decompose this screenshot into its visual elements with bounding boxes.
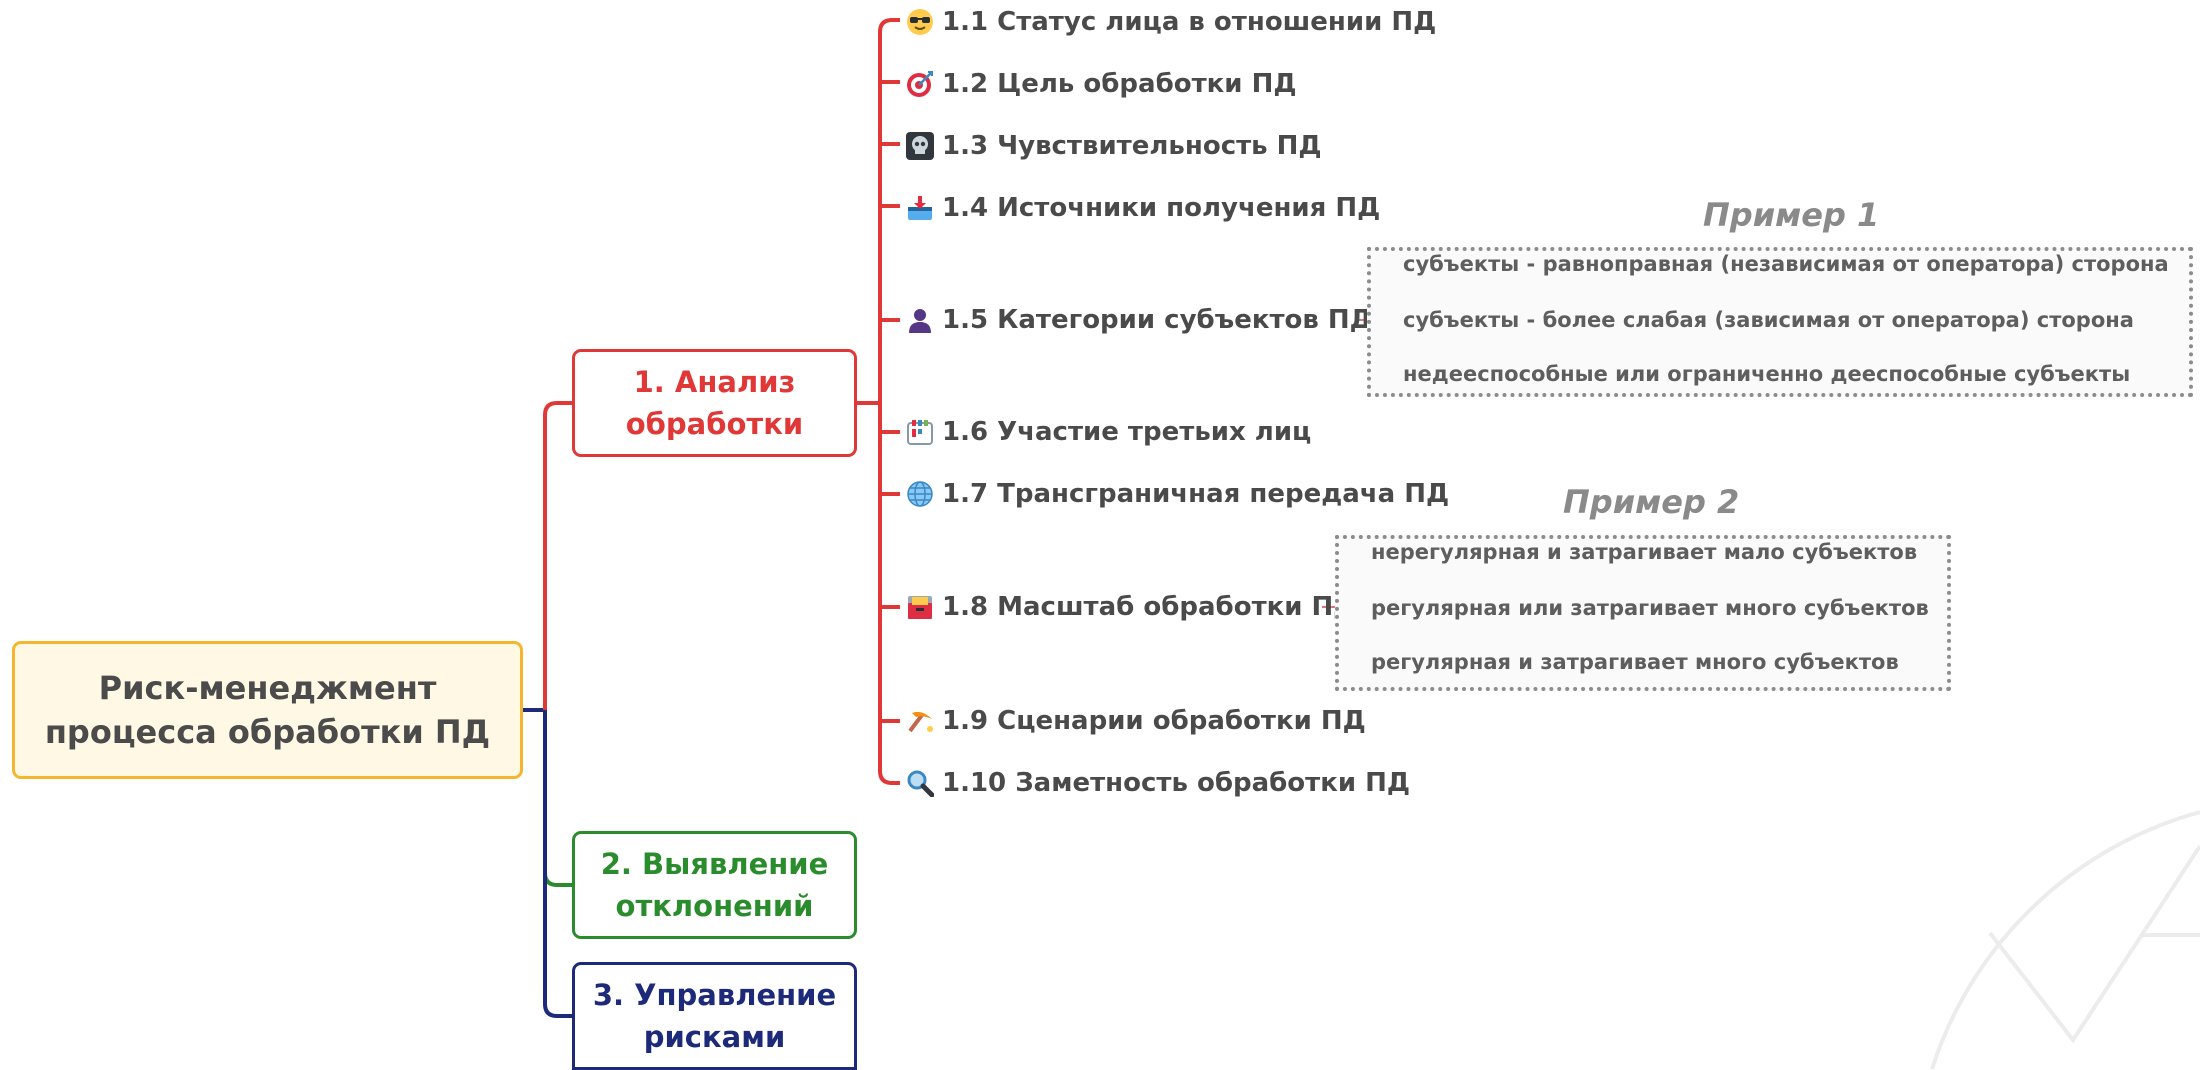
analysis-item-1-8[interactable]: 1.8 Масштаб обработки ПД <box>906 587 1356 627</box>
branch-analysis[interactable]: 1. Анализ обработки <box>572 349 857 457</box>
example2-box <box>1335 535 1951 691</box>
analysis-item-label: 1.4 Источники получения ПД <box>942 193 1381 223</box>
analysis-item-1-9[interactable]: 1.9 Сценарии обработки ПД <box>906 701 1366 741</box>
inbox-download-icon <box>908 196 932 220</box>
example1-title: Пример 1 <box>1703 196 1880 234</box>
analysis-item-label: 1.9 Сценарии обработки ПД <box>942 706 1366 736</box>
pickaxe-icon <box>908 711 933 733</box>
analysis-item-label: 1.1 Статус лица в отношении ПД <box>942 7 1437 37</box>
analysis-item-label: 1.7 Трансграничная передача ПД <box>942 479 1450 509</box>
root-node[interactable]: Риск-менеджмент процесса обработки ПД <box>12 641 523 779</box>
analysis-item-1-3[interactable]: 1.3 Чувствительность ПД <box>906 126 1322 166</box>
branch-risk-management-label: 3. Управление рисками <box>592 978 837 1054</box>
kanban-board-icon <box>907 420 933 445</box>
analysis-item-1-7[interactable]: 1.7 Трансграничная передача ПД <box>906 474 1449 514</box>
example2-item[interactable]: регулярная или затрагивает много субъект… <box>1371 596 1929 620</box>
analysis-item-1-2[interactable]: 1.2 Цель обработки ПД <box>906 64 1297 104</box>
analysis-item-label: 1.5 Категории субъектов ПД <box>942 305 1373 335</box>
root-title: Риск-менеджмент процесса обработки ПД <box>44 669 491 751</box>
analysis-item-label: 1.3 Чувствительность ПД <box>942 131 1322 161</box>
target-icon <box>907 71 933 97</box>
branch-deviations-label: 2. Выявление отклонений <box>600 847 829 923</box>
analysis-item-label: 1.2 Цель обработки ПД <box>942 69 1297 99</box>
branch-deviations[interactable]: 2. Выявление отклонений <box>572 831 857 939</box>
example1-item[interactable]: субъекты - более слабая (зависимая от оп… <box>1403 308 2134 332</box>
branch-analysis-label: 1. Анализ обработки <box>625 365 804 441</box>
analysis-item-label: 1.8 Масштаб обработки ПД <box>942 592 1357 622</box>
example2-item[interactable]: нерегулярная и затрагивает мало субъекто… <box>1371 540 1918 564</box>
analysis-item-label: 1.6 Участие третьих лиц <box>942 417 1312 447</box>
example2-title: Пример 2 <box>1563 483 1740 521</box>
file-cabinet-icon <box>908 596 932 619</box>
example1-item[interactable]: недееспособные или ограниченно дееспособ… <box>1403 362 2131 386</box>
watermark-logo <box>1930 810 2200 1069</box>
skull-icon <box>906 132 934 160</box>
person-icon <box>909 309 931 333</box>
branch-risk-management[interactable]: 3. Управление рисками <box>572 962 857 1070</box>
example2-item[interactable]: регулярная и затрагивает много субъектов <box>1371 650 1899 674</box>
magnifier-icon <box>907 770 934 797</box>
analysis-item-1-1[interactable]: 1.1 Статус лица в отношении ПД <box>906 2 1436 42</box>
analysis-item-1-4[interactable]: 1.4 Источники получения ПД <box>906 188 1380 228</box>
globe-icon <box>907 481 933 507</box>
example1-box <box>1367 247 2193 397</box>
analysis-item-1-10[interactable]: 1.10 Заметность обработки ПД <box>906 763 1410 803</box>
analysis-item-1-5[interactable]: 1.5 Категории субъектов ПД <box>906 300 1373 340</box>
example1-item[interactable]: субъекты - равноправная (независимая от … <box>1403 252 2169 276</box>
sunglasses-face-icon <box>907 9 933 35</box>
analysis-item-1-6[interactable]: 1.6 Участие третьих лиц <box>906 412 1311 452</box>
analysis-item-label: 1.10 Заметность обработки ПД <box>942 768 1411 798</box>
